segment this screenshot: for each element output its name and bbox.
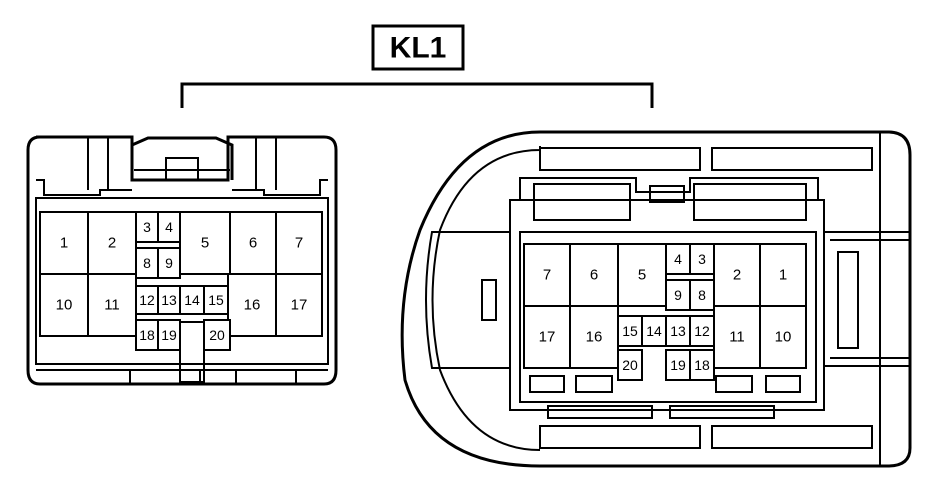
right-pin-cell-5: [617, 243, 667, 307]
right-pin-cell-9: [665, 279, 691, 311]
left-pin-label-1: 1: [60, 235, 68, 252]
right-pin-cell-16: [569, 305, 619, 369]
left-pin-label-10: 10: [56, 297, 73, 314]
right-pin-label-7: 7: [543, 267, 551, 284]
right-pin-cell-20: [617, 349, 643, 381]
left-pin-cell-17: [275, 273, 323, 337]
left-connector: [26, 135, 338, 386]
left-pin-cell-14: [179, 285, 205, 315]
right-pin-label-9: 9: [674, 287, 682, 303]
right-pin-label-6: 6: [590, 267, 598, 284]
left-pin-label-19: 19: [161, 327, 177, 343]
connector-label-box: KL1: [371, 24, 465, 71]
right-pin-label-13: 13: [670, 323, 686, 339]
left-pin-label-13: 13: [161, 292, 177, 308]
left-pin-label-2: 2: [108, 235, 116, 252]
right-pin-label-14: 14: [646, 323, 662, 339]
right-pin-label-2: 2: [733, 267, 741, 284]
connector-label: KL1: [390, 32, 447, 65]
right-pin-cell-13: [665, 315, 691, 347]
right-pin-label-10: 10: [775, 329, 792, 346]
bracket-line: [180, 82, 654, 108]
left-pin-label-18: 18: [139, 327, 155, 343]
right-pin-cell-4: [665, 243, 691, 275]
right-pin-label-8: 8: [698, 287, 706, 303]
right-pin-cell-10: [759, 305, 807, 369]
left-pin-label-8: 8: [143, 255, 151, 271]
left-pin-label-17: 17: [291, 297, 308, 314]
left-pin-label-4: 4: [165, 219, 173, 235]
left-pin-label-11: 11: [104, 297, 120, 314]
right-pin-label-19: 19: [670, 357, 686, 373]
left-pin-label-5: 5: [201, 235, 209, 252]
left-pin-cell-10: [39, 273, 89, 337]
right-pin-label-16: 16: [586, 329, 603, 346]
right-pin-cell-18: [689, 349, 715, 381]
left-pin-label-14: 14: [184, 292, 200, 308]
right-pin-cell-6: [569, 243, 619, 307]
right-pin-label-4: 4: [674, 251, 682, 267]
left-pin-label-12: 12: [139, 292, 155, 308]
left-pin-cell-7: [275, 211, 323, 275]
right-pin-label-12: 12: [694, 323, 710, 339]
left-pin-cell-2: [87, 211, 137, 275]
left-pin-label-9: 9: [165, 255, 173, 271]
left-pin-cell-9: [157, 247, 181, 279]
left-pin-label-3: 3: [143, 219, 151, 235]
right-pin-label-20: 20: [622, 357, 638, 373]
right-pin-label-1: 1: [779, 267, 787, 284]
left-pin-cell-19: [157, 319, 181, 351]
left-pin-cell-20: [203, 319, 231, 351]
left-pin-label-6: 6: [249, 235, 257, 252]
left-pin-label-7: 7: [295, 235, 303, 252]
right-pin-cell-15: [617, 315, 643, 347]
right-pin-label-15: 15: [622, 323, 638, 339]
left-pin-label-20: 20: [209, 327, 225, 343]
right-pin-label-5: 5: [638, 267, 646, 284]
right-pin-label-3: 3: [698, 251, 706, 267]
left-pin-label-16: 16: [244, 297, 261, 314]
right-pin-label-17: 17: [539, 329, 556, 346]
right-pin-cell-11: [713, 305, 761, 369]
right-pin-label-18: 18: [694, 357, 710, 373]
left-pin-label-15: 15: [208, 292, 224, 308]
right-pin-cell-17: [523, 305, 571, 369]
right-connector: [400, 130, 912, 468]
right-pin-label-11: 11: [729, 329, 745, 346]
right-pin-cell-8: [689, 279, 715, 311]
